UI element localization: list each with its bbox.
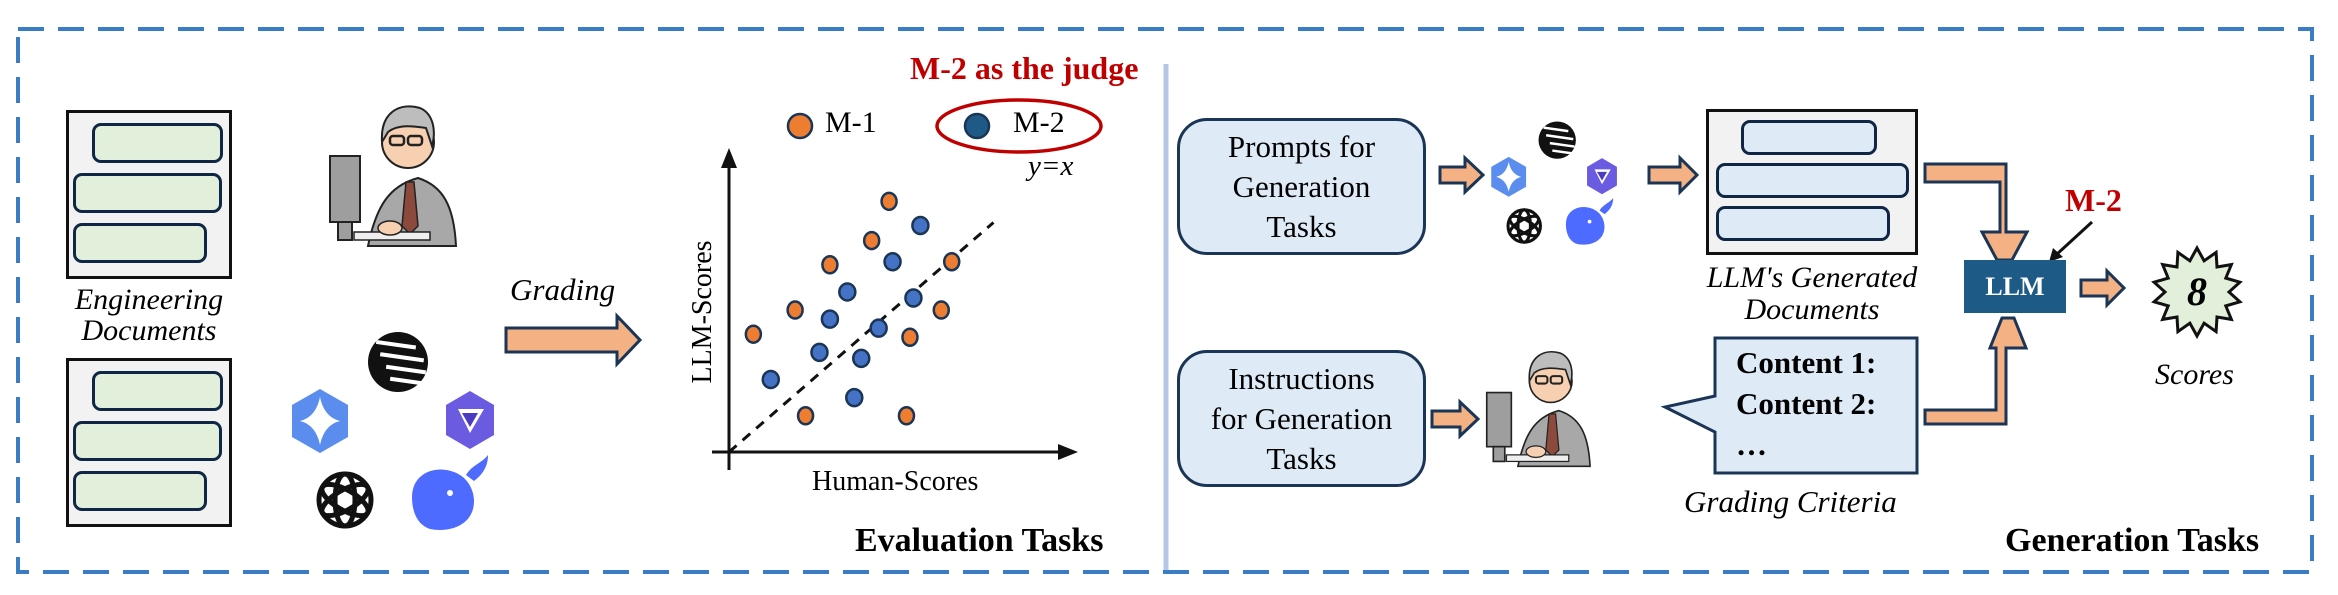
grading-criteria-content: Content 1: Content 2: … — [1736, 342, 1876, 465]
deepseek-whale-icon — [1565, 198, 1614, 245]
llm-generated-document — [1706, 109, 1918, 255]
data-point-m-2 — [911, 215, 930, 236]
grading-criteria-callout — [1660, 336, 1919, 475]
data-point-m-1 — [897, 406, 916, 426]
criteria-line: Content 1: — [1736, 345, 1877, 380]
doc-bar — [73, 173, 222, 213]
doc-bar — [73, 471, 207, 511]
data-point-m-1 — [901, 327, 919, 347]
data-point-m-2 — [845, 387, 864, 408]
legend-marker-m1 — [786, 112, 814, 140]
label-line: Engineering — [74, 283, 224, 316]
data-point-m-2 — [869, 318, 888, 338]
label-line: LLM's Generated — [1706, 261, 1918, 294]
doc-bar — [1716, 163, 1909, 198]
legend-highlight-ellipse — [935, 98, 1103, 154]
generation-section-title: Generation Tasks — [2005, 522, 2260, 559]
engineering-documents-label: Engineering Documents — [66, 284, 232, 346]
openai-icon — [316, 471, 374, 529]
cohere-stripe-icon — [368, 332, 428, 392]
engineering-document-bottom — [66, 358, 232, 527]
chart-axes — [712, 148, 1078, 470]
legend-marker-m2 — [963, 112, 991, 140]
data-point-m-2 — [810, 342, 829, 363]
label-line: Documents — [1744, 293, 1880, 326]
qwen-icon — [446, 391, 494, 449]
data-point-m-1 — [942, 251, 961, 272]
reference-line-label: y=x — [1028, 150, 1074, 182]
gemini-icon — [292, 389, 348, 453]
box-line: for Generation — [1210, 400, 1393, 436]
data-point-m-2 — [838, 282, 857, 302]
criteria-line: … — [1736, 427, 1767, 462]
label-line: Documents — [81, 314, 217, 347]
box-line: Generation — [1232, 168, 1371, 204]
legend-label-m2: M-2 — [1013, 106, 1065, 139]
engineering-document-top — [66, 110, 232, 279]
grading-criteria-label: Grading Criteria — [1684, 484, 1897, 519]
judge-pointer-line — [2054, 220, 2094, 257]
data-point-m-2 — [820, 309, 840, 329]
score-star-badge — [2151, 244, 2243, 340]
generated-documents-label: LLM's Generated Documents — [1680, 262, 1944, 326]
judge-model-label: M-2 — [2065, 182, 2122, 218]
scores-label: Scores — [2155, 358, 2234, 391]
doc-bar — [1741, 120, 1877, 155]
qwen-icon — [1587, 158, 1617, 195]
chart-legend — [786, 98, 1103, 154]
doc-bar — [92, 371, 223, 411]
data-point-m-1 — [862, 230, 881, 251]
data-point-m-1 — [786, 300, 804, 320]
data-point-m-2 — [761, 369, 781, 390]
data-point-m-1 — [796, 406, 815, 426]
x-axis-label: Human-Scores — [812, 466, 979, 497]
score-value: 8 — [2187, 269, 2207, 314]
y-axis-label: LLM-Scores — [687, 240, 718, 384]
data-point-m-2 — [904, 288, 923, 308]
box-line: Tasks — [1266, 440, 1337, 476]
deepseek-whale-icon — [412, 455, 488, 530]
openai-icon — [1506, 208, 1542, 244]
evaluation-section-title: Evaluation Tasks — [855, 522, 1104, 559]
data-point-m-1 — [932, 300, 951, 320]
doc-bar — [92, 123, 223, 163]
human-expert-icon — [329, 105, 458, 247]
prompts-for-generation-box: Prompts for Generation Tasks — [1177, 118, 1426, 255]
human-expert-icon — [1485, 351, 1591, 468]
data-point-m-2 — [883, 251, 902, 272]
cohere-stripe-icon — [1538, 121, 1576, 159]
box-line: Prompts for — [1227, 128, 1376, 164]
grading-arrow — [504, 312, 643, 368]
box-line: Tasks — [1266, 208, 1337, 244]
doc-bar — [1716, 206, 1890, 241]
grading-label: Grading — [510, 272, 616, 307]
data-point-m-1 — [821, 255, 839, 275]
instructions-to-expert-arrow — [1430, 398, 1481, 440]
llm-judge-box: LLM — [1964, 260, 2066, 313]
box-line: Instructions — [1228, 360, 1375, 396]
x-axis-arrowhead — [1058, 444, 1078, 460]
y-axis-arrowhead — [721, 148, 737, 168]
judge-annotation: M-2 as the judge — [910, 50, 1139, 86]
model-logos-cluster-small — [1491, 121, 1617, 245]
doc-bar — [73, 223, 207, 263]
data-point-m-1 — [880, 191, 898, 212]
doc-bar — [73, 421, 222, 461]
judge-pointer-arrowhead — [2049, 248, 2063, 262]
llm-to-score-arrow — [2079, 267, 2127, 309]
criteria-to-llm-arrow — [1923, 316, 2029, 426]
data-point-m-2 — [851, 348, 871, 369]
instructions-for-generation-box: Instructions for Generation Tasks — [1177, 350, 1426, 487]
outer-dashed-border — [16, 27, 2314, 574]
data-points — [744, 191, 961, 426]
data-point-m-1 — [744, 324, 763, 344]
models-to-docs-arrow — [1647, 154, 1700, 196]
gemini-icon — [1491, 156, 1527, 197]
criteria-line: Content 2: — [1736, 386, 1877, 421]
legend-label-m1: M-1 — [825, 106, 877, 139]
model-logos-cluster — [292, 332, 494, 530]
prompts-to-models-arrow — [1438, 154, 1486, 196]
